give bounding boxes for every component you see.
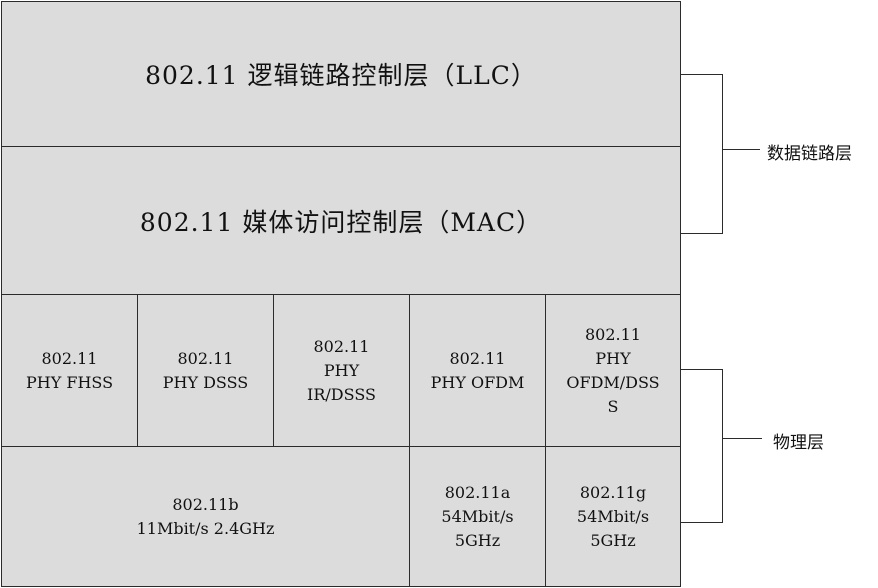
- mac-layer-label: 802.11 媒体访问控制层（MAC）: [139, 207, 543, 237]
- phy-ofdm-dsss-box: 802.11 PHY OFDM/DSS S: [545, 294, 681, 447]
- physical-bracket-tick: [722, 438, 762, 439]
- std-80211g-box: 802.11g 54Mbit/s 5GHz: [545, 446, 681, 587]
- data-link-bracket: [681, 74, 723, 234]
- physical-bracket: [681, 369, 723, 523]
- phy-dsss-box: 802.11 PHY DSSS: [137, 294, 274, 447]
- std-80211a-box: 802.11a 54Mbit/s 5GHz: [409, 446, 546, 587]
- physical-layer-label: 物理层: [773, 433, 824, 453]
- std-80211a-label: 802.11a 54Mbit/s 5GHz: [441, 482, 514, 550]
- std-80211g-label: 802.11g 54Mbit/s 5GHz: [576, 482, 650, 550]
- phy-ofdm-box: 802.11 PHY OFDM: [409, 294, 546, 447]
- llc-layer-label: 802.11 逻辑链路控制层（LLC）: [145, 61, 537, 90]
- phy-ir-dsss-box: 802.11 PHY IR/DSSS: [273, 294, 410, 447]
- phy-ofdm-dsss-label: 802.11 PHY OFDM/DSS S: [566, 324, 660, 416]
- phy-dsss-label: 802.11 PHY DSSS: [162, 348, 249, 392]
- data-link-bracket-tick: [722, 149, 760, 150]
- phy-ir-dsss-label: 802.11 PHY IR/DSSS: [307, 336, 376, 404]
- phy-ofdm-label: 802.11 PHY OFDM: [430, 348, 525, 392]
- phy-fhss-label: 802.11 PHY FHSS: [25, 348, 114, 392]
- data-link-layer-label: 数据链路层: [767, 144, 852, 164]
- llc-layer-box: 802.11 逻辑链路控制层（LLC）: [1, 1, 681, 147]
- std-80211b-label: 802.11b 11Mbit/s 2.4GHz: [136, 494, 275, 538]
- phy-fhss-box: 802.11 PHY FHSS: [1, 294, 138, 447]
- std-80211b-box: 802.11b 11Mbit/s 2.4GHz: [1, 446, 410, 587]
- mac-layer-box: 802.11 媒体访问控制层（MAC）: [1, 146, 681, 295]
